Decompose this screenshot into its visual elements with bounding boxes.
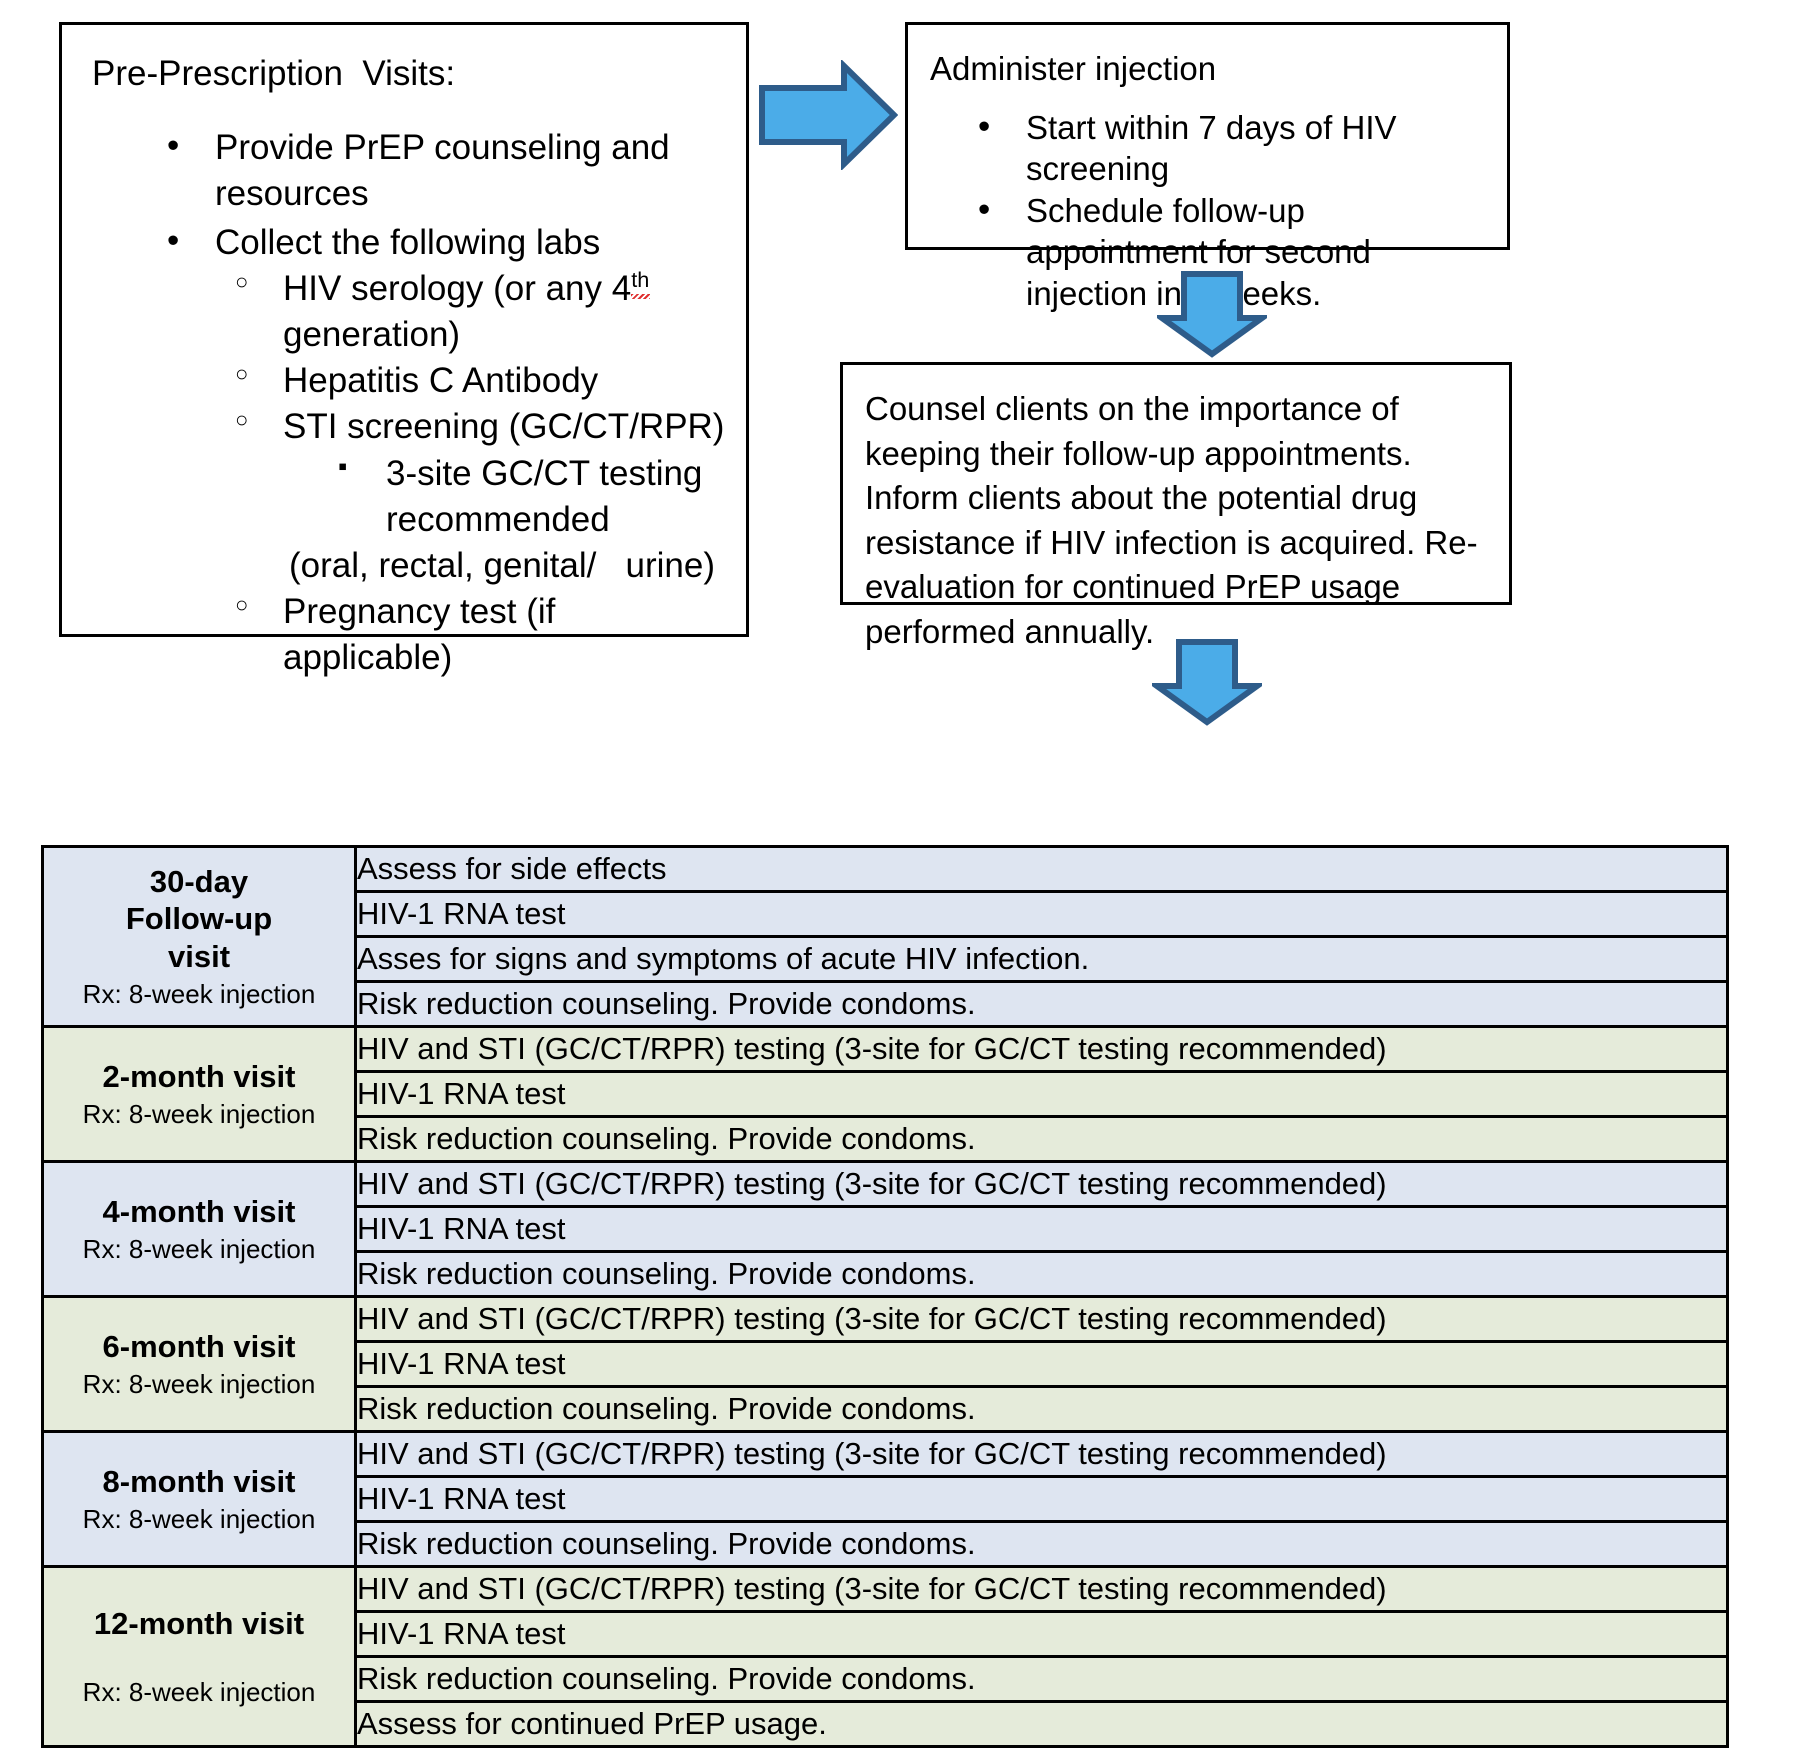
lab-sti-screening: STI screening (GC/CT/RPR) 3-site GC/CT t… — [235, 404, 726, 589]
visit-task-cell: Risk reduction counseling. Provide condo… — [354, 1250, 1729, 1298]
visit-title: 8-month visit — [102, 1463, 296, 1499]
visit-task-cell: HIV-1 RNA test — [354, 890, 1729, 938]
visit-task-cell: Risk reduction counseling. Provide condo… — [354, 1520, 1729, 1568]
table-row: HIV-1 RNA test — [43, 1070, 1729, 1118]
lab-hiv-serology-label: HIV serology (or any 4 — [283, 268, 632, 308]
visit-task-cell: Asses for signs and symptoms of acute HI… — [354, 935, 1729, 983]
visit-task-cell: HIV-1 RNA test — [354, 1340, 1729, 1388]
visit-task-cell: HIV-1 RNA test — [354, 1205, 1729, 1253]
visit-task-cell: HIV and STI (GC/CT/RPR) testing (3-site … — [354, 1160, 1729, 1208]
visit-title: 4-month visit — [102, 1193, 296, 1229]
counsel-clients-text: Counsel clients on the importance of kee… — [865, 390, 1478, 650]
visit-prescription-label: Rx: 8-week injection — [82, 1504, 316, 1534]
lab-hiv-serology-cont: generation) — [283, 314, 461, 354]
table-row: Risk reduction counseling. Provide condo… — [43, 1520, 1729, 1568]
table-row: Risk reduction counseling. Provide condo… — [43, 980, 1729, 1028]
visit-prescription-label: Rx: 8-week injection — [82, 1676, 316, 1707]
visit-title: 6-month visit — [102, 1328, 296, 1364]
bullet-start-within-7-days-label: Start within 7 days of HIV screening — [1026, 108, 1397, 188]
bullet-schedule-follow-up: Schedule follow-up appointment for secon… — [978, 188, 1493, 315]
table-row: Risk reduction counseling. Provide condo… — [43, 1250, 1729, 1298]
table-row: HIV-1 RNA test — [43, 1475, 1729, 1523]
visit-task-cell: Assess for side effects — [354, 845, 1729, 893]
visit-task-cell: HIV and STI (GC/CT/RPR) testing (3-site … — [354, 1295, 1729, 1343]
bullet-start-within-7-days: Start within 7 days of HIV screening — [978, 105, 1493, 190]
table-row: Asses for signs and symptoms of acute HI… — [43, 935, 1729, 983]
pre-prescription-heading: Pre-Prescription Visits: — [92, 54, 456, 93]
visit-task-cell: HIV and STI (GC/CT/RPR) testing (3-site … — [354, 1565, 1729, 1613]
visit-prescription-label: Rx: 8-week injection — [82, 1234, 316, 1264]
lab-pregnancy-test: Pregnancy test (if applicable) — [235, 589, 726, 681]
lab-hiv-serology: HIV serology (or any 4th generation) — [235, 266, 726, 358]
visit-task-cell: HIV and STI (GC/CT/RPR) testing (3-site … — [354, 1025, 1729, 1073]
administer-injection-box: Administer injection Start within 7 days… — [905, 22, 1510, 312]
right-arrow-icon — [759, 60, 898, 170]
visit-task-cell: Assess for continued PrEP usage. — [354, 1700, 1729, 1748]
down-arrow-icon — [1157, 271, 1267, 358]
sti-3-site-testing: 3-site GC/CT testing recommended — [338, 448, 726, 543]
visit-task-cell: HIV-1 RNA test — [354, 1610, 1729, 1658]
visit-task-cell: HIV-1 RNA test — [354, 1070, 1729, 1118]
visit-task-cell: Risk reduction counseling. Provide condo… — [354, 1385, 1729, 1433]
bullet-provide-counseling: Provide PrEP counseling and resources — [167, 123, 726, 217]
lab-hepatitis-c: Hepatitis C Antibody — [235, 358, 726, 404]
bullet-collect-labs-label: Collect the following labs — [215, 222, 601, 262]
sti-sublist: 3-site GC/CT testing recommended — [283, 448, 726, 543]
visit-prescription-label: Rx: 8-week injection — [82, 1099, 316, 1129]
counsel-clients-box: Counsel clients on the importance of kee… — [840, 362, 1512, 650]
administer-injection-bullet-list: Start within 7 days of HIV screening Sch… — [930, 105, 1493, 315]
visit-task-cell: HIV and STI (GC/CT/RPR) testing (3-site … — [354, 1430, 1729, 1478]
bullet-provide-counseling-label: Provide PrEP counseling and resources — [215, 128, 670, 214]
pre-prescription-bullet-list: Provide PrEP counseling and resources Co… — [92, 123, 726, 682]
sti-sites-note: (oral, rectal, genital/ urine) — [289, 545, 716, 585]
table-row: Assess for continued PrEP usage. — [43, 1700, 1729, 1748]
visit-task-cell: Risk reduction counseling. Provide condo… — [354, 1115, 1729, 1163]
bullet-schedule-follow-up-label: Schedule follow-up appointment for secon… — [1026, 191, 1371, 312]
visit-task-cell: Risk reduction counseling. Provide condo… — [354, 980, 1729, 1028]
sti-3-site-testing-label: 3-site GC/CT testing recommended — [386, 453, 703, 539]
lab-hepatitis-c-label: Hepatitis C Antibody — [283, 361, 599, 401]
administer-injection-heading: Administer injection — [930, 50, 1217, 87]
down-arrow-icon — [1152, 639, 1262, 726]
visit-task-cell: Risk reduction counseling. Provide condo… — [354, 1655, 1729, 1703]
lab-sti-screening-label: STI screening (GC/CT/RPR) — [283, 407, 725, 447]
visit-task-cell: HIV-1 RNA test — [354, 1475, 1729, 1523]
visit-prescription-label: Rx: 8-week injection — [82, 1369, 316, 1399]
labs-sublist: HIV serology (or any 4th generation) Hep… — [215, 266, 726, 682]
pre-prescription-visits-box: Pre-Prescription Visits: Provide PrEP co… — [59, 22, 749, 677]
table-row: Risk reduction counseling. Provide condo… — [43, 1115, 1729, 1163]
visit-prescription-label: Rx: 8-week injection — [82, 978, 316, 1009]
table-row: Risk reduction counseling. Provide condo… — [43, 1655, 1729, 1703]
table-row: HIV-1 RNA test — [43, 890, 1729, 938]
superscript-th: th — [631, 267, 650, 293]
table-row: Risk reduction counseling. Provide condo… — [43, 1385, 1729, 1433]
visit-title: 2-month visit — [102, 1058, 296, 1094]
lab-pregnancy-test-label: Pregnancy test (if applicable) — [283, 592, 556, 678]
table-row: HIV-1 RNA test — [43, 1610, 1729, 1658]
visit-title: 12-month visit — [93, 1606, 305, 1642]
table-row: HIV-1 RNA test — [43, 1340, 1729, 1388]
table-row: HIV-1 RNA test — [43, 1205, 1729, 1253]
bullet-collect-labs: Collect the following labs HIV serology … — [167, 218, 726, 682]
